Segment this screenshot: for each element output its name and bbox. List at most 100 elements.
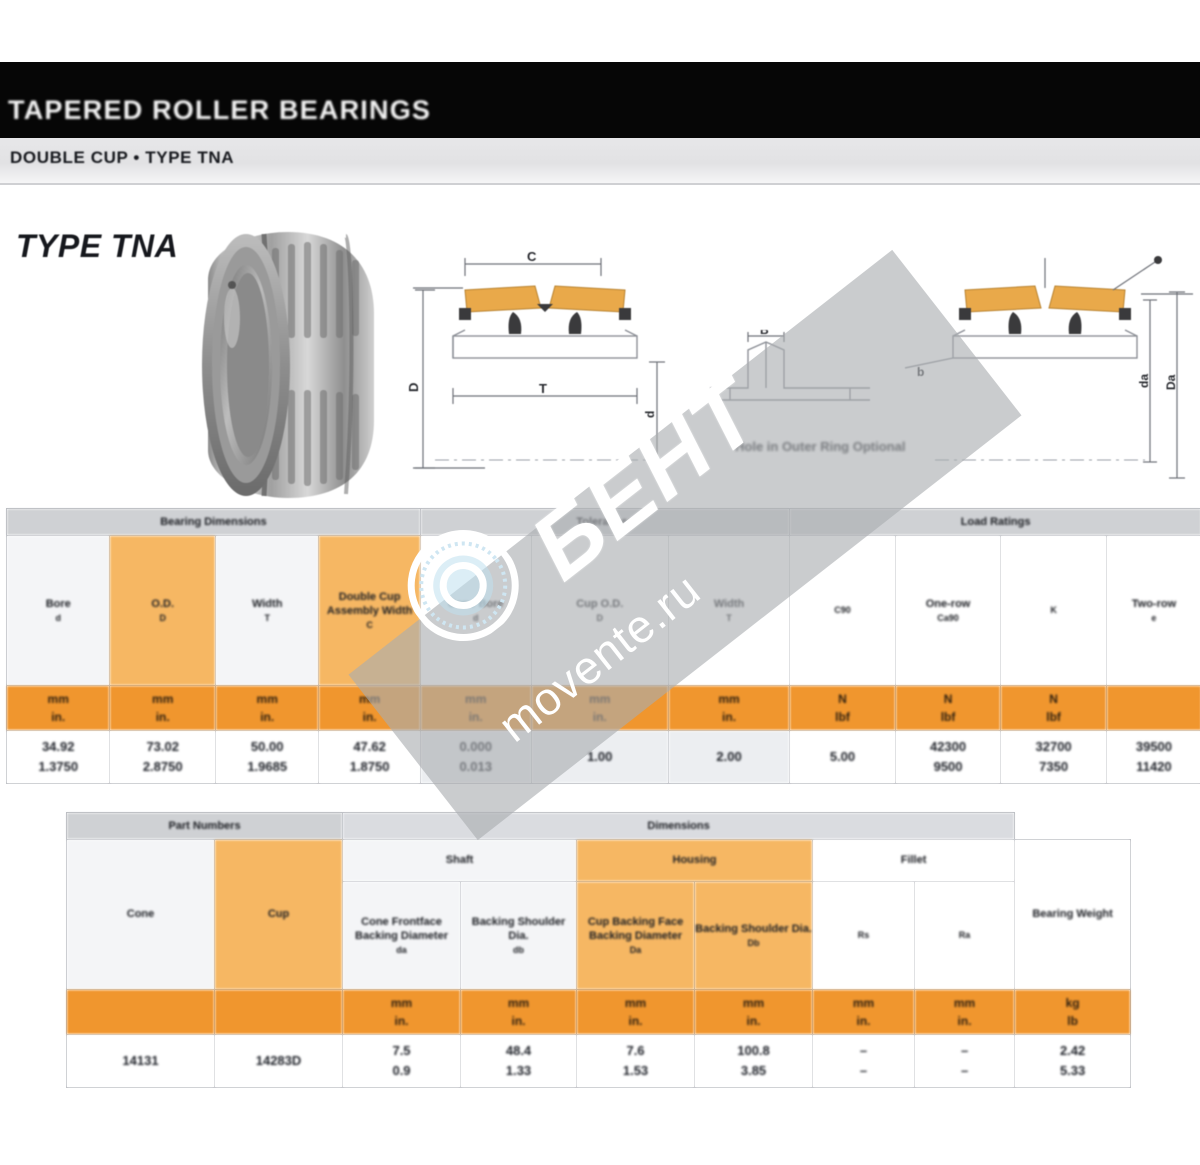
unit-top: mm [953,996,976,1010]
col-e: Two-row e [1105,535,1200,686]
unit-bottom: lbf [1046,710,1061,724]
unit-cell: N lbf [1000,685,1107,731]
unit-top: N [943,692,953,706]
col-cup: Cup [213,839,344,990]
col-bore: Bore d [5,535,111,686]
col-bore-symbol: d [55,612,61,623]
unit-cell: mm in. [342,989,462,1035]
table-two-subgroup-row: Cone Cup Shaft Housing Fillet Bearing We… [66,839,1132,990]
cross-section-diagram-right: da Da b [905,248,1195,498]
unit-cell: mm in. [812,989,916,1035]
col-e-title: Two-row [1131,598,1177,610]
col-fillet-housing-symbol: Ra [958,930,971,941]
col-weight-title: Bearing Weight [1032,908,1113,921]
unit-bottom: in. [468,710,483,724]
value-mm: 5.00 [829,748,856,764]
table-two-column-row: Cone Frontface Backing Diameter da Backi… [67,881,1131,990]
col-c90: C90 [789,535,896,686]
unit-cell: mm in. [530,685,669,731]
unit-top: mm [624,996,647,1010]
data-cell: 48.4 1.33 [460,1034,578,1088]
table-one-column-row: Bore d O.D. D Width T Double Cup Assembl… [5,535,1200,686]
bearing-type-label: TYPE TNA [16,228,179,264]
unit-bottom: in. [722,710,737,724]
part-numbers-table: Part Numbers Dimensions Cone Cup Shaft H… [65,812,1132,1088]
value-mm: 2.00 [716,748,742,764]
value-in: 1.9685 [247,759,288,774]
data-cell: 14283D [213,1034,344,1088]
col-od-title: O.D. [151,598,175,610]
col-width-title: Width [251,598,283,610]
col-k-symbol: K [1050,605,1057,616]
table-two-head: Part Numbers Dimensions Cone Cup Shaft H… [65,812,1132,990]
table-one-units-row: mm in. mm in. mm in. mm in. mm in. mm in… [5,685,1200,731]
col-shaft-od: Cone Frontface Backing Diameter da [342,881,462,990]
table-one-body: mm in. mm in. mm in. mm in. mm in. mm in… [5,685,1200,784]
unit-top: mm [390,996,413,1010]
col-fillet-housing: Ra [914,881,1016,990]
col-c90-symbol: C90 [834,605,851,616]
subgroup-fillet: Fillet [812,839,1016,882]
cup-detail-diagram: B [700,330,890,450]
unit-top: mm [589,692,611,706]
unit-bottom: in. [155,710,170,724]
data-cell: 73.02 2.8750 [109,730,216,784]
unit-bottom: in. [957,1014,972,1028]
data-cell: 7.5 0.9 [342,1034,462,1088]
col-cup-assembly-symbol: C [366,620,373,631]
data-cell: – – [812,1034,916,1088]
bearing-photo [160,222,395,507]
col-cup-od-tol-symbol: D [596,612,603,623]
group-load-ratings: Load Ratings [789,508,1200,536]
value-mm: 0.000 [459,738,492,754]
unit-bottom: in. [592,710,607,724]
unit-cell: mm in. [419,685,532,731]
data-cell: 47.62 1.8750 [318,730,421,784]
dim-label-Da: Da [1164,374,1178,390]
value-in: 1.33 [505,1063,532,1078]
unit-cell: kg lb [1014,989,1132,1035]
unit-top: mm [742,996,765,1010]
data-cell: – – [914,1034,1016,1088]
diagram-note: Hole in Outer Ring Optional [735,439,906,454]
value-in: – [960,1063,969,1078]
data-cell: 34.92 1.3750 [5,730,111,784]
header-grey-band [0,138,1200,184]
data-cell: 39500 11420 [1105,730,1200,784]
table-two-units-row: mm in. mm in. mm in. mm in. mm in. mm in… [66,989,1132,1035]
table-row[interactable]: 34.92 1.3750 73.02 2.8750 50.00 1.9685 4… [5,730,1200,784]
value-mm: 73.02 [146,738,179,754]
value-mm: 7.5 [392,1042,411,1058]
value-mm: – [859,1042,868,1058]
value-mm: 50.00 [250,738,284,754]
col-fillet-shaft: Rs [812,881,916,990]
unit-bottom: lbf [940,710,956,724]
table-row[interactable]: 14131 14283D 7.5 0.9 48.4 1.33 7.6 1.53 … [66,1034,1132,1088]
value-in: – [859,1063,868,1078]
unit-top: mm [507,996,530,1010]
group-dimensions: Dimensions [342,812,1016,840]
data-cell: 42300 9500 [894,730,1002,784]
col-od-symbol: D [159,612,166,623]
col-cup-assembly-title: Double Cup Assembly Width [326,590,413,618]
col-cone: Cone [66,839,215,990]
unit-bottom: in. [260,710,275,724]
table-two-group-row: Part Numbers Dimensions [65,812,1131,840]
col-k: K [1000,535,1107,686]
unit-bottom: in. [746,1014,761,1028]
col-housing-backing-title: Backing Shoulder Dia. [695,923,812,935]
col-housing-bore: Cup Backing Face Backing Diameter Da [576,881,696,990]
data-cell: 2.42 5.33 [1014,1034,1132,1088]
table-one-head: Bearing Dimensions Tolerances Load Ratin… [5,508,1200,686]
col-cup-od-tol-title: Cup O.D. [576,598,624,610]
col-shaft-od-title: Cone Frontface Backing Diameter [355,915,448,943]
unit-cell: mm in. [5,685,111,731]
unit-top: mm [47,692,69,706]
value-in: 0.013 [459,759,492,774]
subgroup-shaft: Shaft [342,839,578,882]
value-in: 5.33 [1059,1063,1086,1078]
value-in: 1.3750 [38,759,79,774]
value-mm: 2.42 [1059,1042,1086,1058]
col-housing-backing: Backing Shoulder Dia. Db [694,881,814,990]
col-cup-assembly-width: Double Cup Assembly Width C [318,535,421,686]
